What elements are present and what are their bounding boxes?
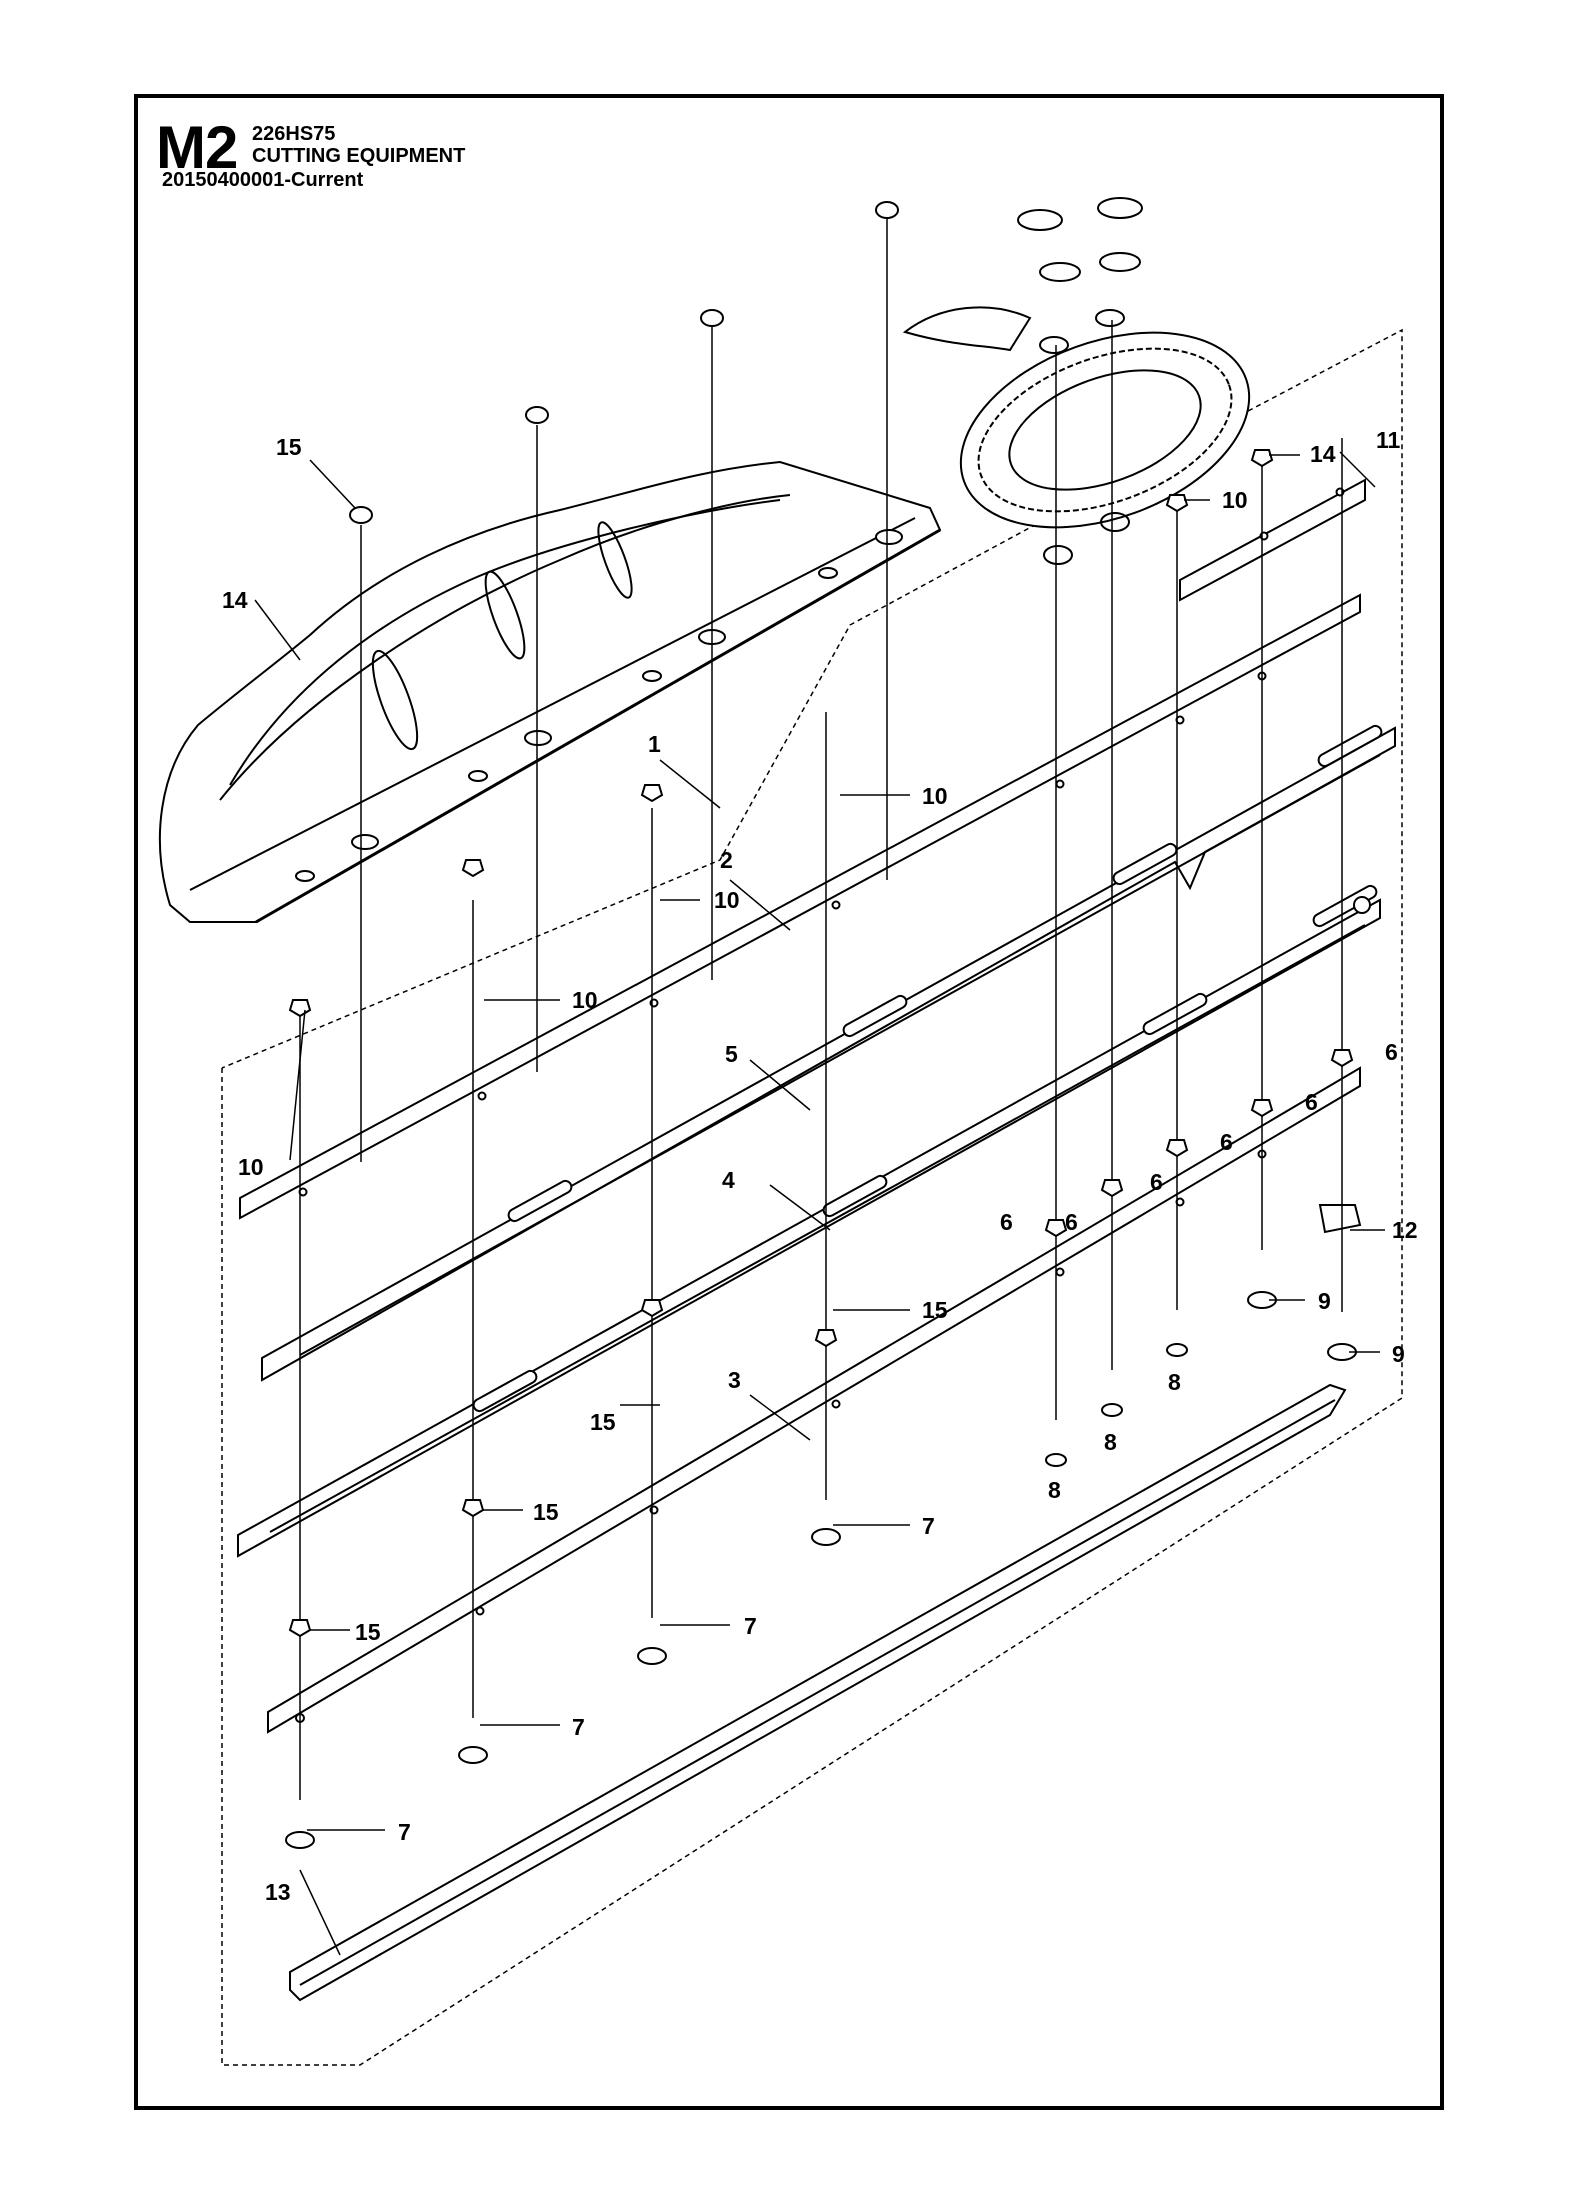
assembly-outline-upper	[221, 459, 1156, 1069]
callout-labels: 1 2 3 4 5 6 6 6 6 6 6 7 7 7 7 8 8 8 9 9 …	[222, 427, 1418, 1905]
callout-5: 5	[725, 1041, 738, 1067]
support-plate	[1179, 478, 1366, 602]
callout-8-c: 8	[1168, 1369, 1181, 1395]
callout-7-d: 7	[922, 1513, 935, 1539]
callout-15-b: 15	[922, 1297, 948, 1323]
blade-guard	[158, 460, 942, 924]
callout-10-a: 10	[922, 783, 948, 809]
callout-6-f: 6	[1065, 1209, 1078, 1235]
callout-15-e: 15	[355, 1619, 381, 1645]
diagram-title: CUTTING EQUIPMENT	[252, 145, 466, 167]
callout-1: 1	[648, 731, 661, 757]
callout-6-c: 6	[1220, 1129, 1233, 1155]
lower-blade	[237, 884, 1381, 1558]
model-number: 226HS75	[252, 123, 336, 145]
hand-guard	[902, 197, 1251, 565]
callout-12: 12	[1392, 1217, 1418, 1243]
callout-4: 4	[722, 1167, 735, 1193]
callout-10-d: 10	[238, 1154, 264, 1180]
callout-15-a: 15	[276, 434, 302, 460]
diagram-frame	[134, 94, 1444, 2110]
callout-8-a: 8	[1048, 1477, 1061, 1503]
callout-7-b: 7	[572, 1714, 585, 1740]
callout-15-d: 15	[533, 1499, 559, 1525]
callout-10-b: 10	[714, 887, 740, 913]
callout-6-b: 6	[1305, 1089, 1318, 1115]
callout-8-b: 8	[1104, 1429, 1117, 1455]
callout-9-a: 9	[1318, 1288, 1331, 1314]
assembly-lines	[299, 215, 1343, 1800]
clip	[1318, 1204, 1362, 1234]
callout-6-d: 6	[1150, 1169, 1163, 1195]
callout-9-b: 9	[1392, 1341, 1405, 1367]
callout-6-a: 6	[1385, 1039, 1398, 1065]
callout-6-e: 6	[1000, 1209, 1013, 1235]
section-code: M2	[156, 114, 238, 181]
callout-7-c: 7	[744, 1613, 757, 1639]
serial-range: 20150400001-Current	[162, 169, 364, 191]
leader-lines	[254, 451, 1385, 1956]
fasteners	[285, 201, 1357, 1849]
callout-15-c: 15	[590, 1409, 616, 1435]
callout-14-a: 14	[222, 587, 248, 613]
lower-guide-bar	[267, 1066, 1361, 1734]
callout-10-e: 10	[1222, 487, 1248, 513]
callout-14-b: 14	[1310, 441, 1336, 467]
callout-2: 2	[720, 847, 733, 873]
callout-13: 13	[265, 1879, 291, 1905]
callout-10-c: 10	[572, 987, 598, 1013]
callout-3: 3	[728, 1367, 741, 1393]
blade-cover	[289, 1383, 1347, 2002]
callout-7-a: 7	[398, 1819, 411, 1845]
upper-guide-bar	[239, 593, 1361, 1220]
callout-11: 11	[1376, 427, 1401, 453]
assembly-outline	[221, 328, 1403, 2066]
